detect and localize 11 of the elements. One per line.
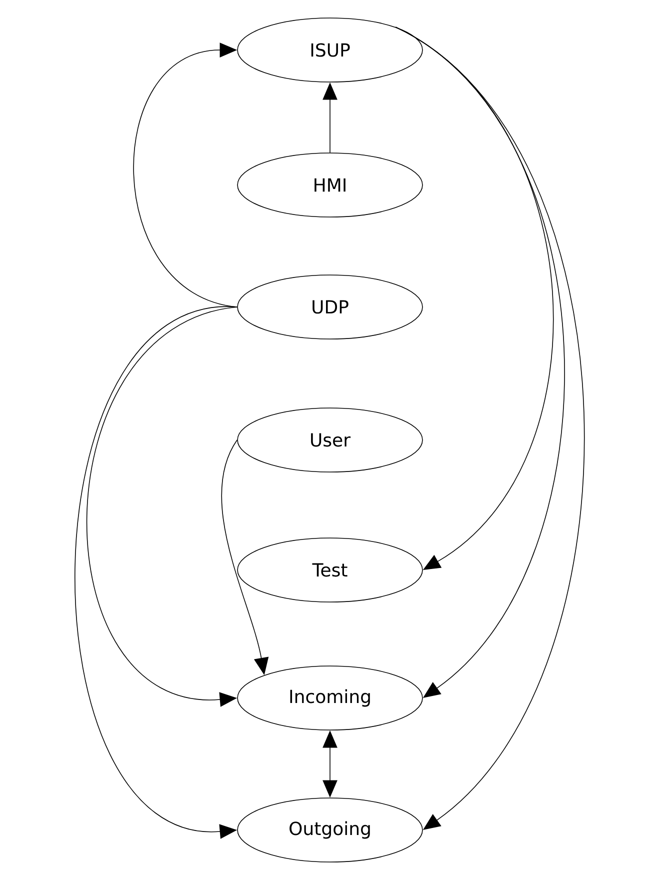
arrow <box>395 26 584 830</box>
ellipse-node: User <box>237 408 423 472</box>
ellipse-node: HMI <box>237 152 423 218</box>
arrow <box>86 306 238 707</box>
ellipse-node: ISUP <box>237 18 423 82</box>
arrow <box>74 306 238 839</box>
ellipse-node: Outgoing <box>237 798 423 862</box>
arrow <box>133 42 238 308</box>
ellipse-node: Incoming <box>237 666 423 730</box>
ellipse-node: UDP <box>237 274 423 340</box>
ellipse-node: Test <box>237 538 423 602</box>
